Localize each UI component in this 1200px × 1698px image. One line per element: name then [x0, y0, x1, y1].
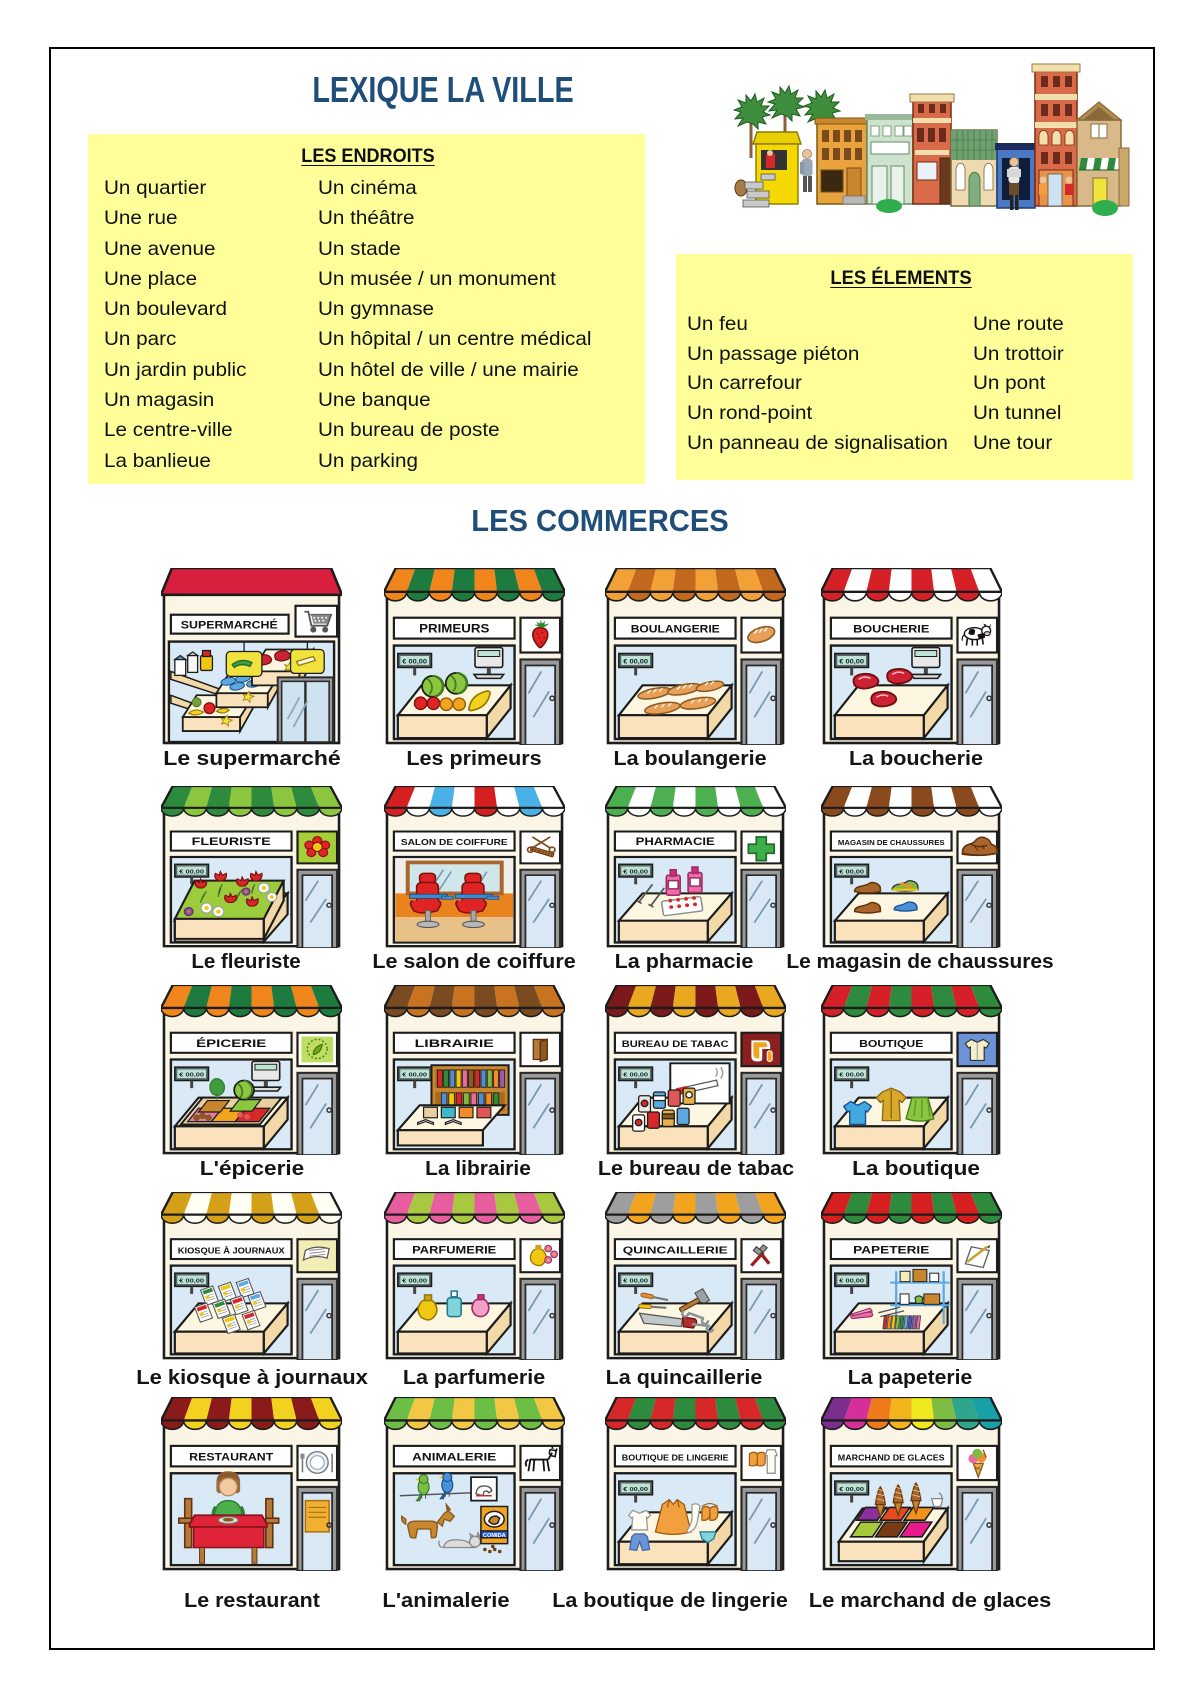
svg-text:LIBRAIRIE: LIBRAIRIE: [415, 1037, 494, 1050]
svg-text:BOUCHERIE: BOUCHERIE: [853, 624, 930, 636]
svg-text:€ 00,00: € 00,00: [402, 1073, 427, 1079]
svg-text:€ 00,00: € 00,00: [623, 659, 649, 665]
svg-text:FLEURISTE: FLEURISTE: [192, 837, 272, 848]
svg-text:SALON DE COIFFURE: SALON DE COIFFURE: [401, 837, 508, 847]
svg-text:€ 00,00: € 00,00: [179, 1279, 204, 1285]
svg-text:€ 00,00: € 00,00: [623, 1487, 649, 1493]
svg-text:BOULANGERIE: BOULANGERIE: [631, 624, 720, 636]
svg-text:MAGASIN DE CHAUSSURES: MAGASIN DE CHAUSSURES: [838, 838, 945, 847]
svg-text:ANIMALERIE: ANIMALERIE: [412, 1452, 497, 1464]
svg-text:BOUTIQUE DE LINGERIE: BOUTIQUE DE LINGERIE: [622, 1454, 729, 1463]
svg-text:PARFUMERIE: PARFUMERIE: [412, 1245, 496, 1257]
svg-text:€ 00,00: € 00,00: [623, 1279, 648, 1285]
svg-text:BOUTIQUE: BOUTIQUE: [859, 1038, 923, 1050]
svg-text:€ 00,00: € 00,00: [402, 659, 428, 665]
svg-text:PRIMEURS: PRIMEURS: [419, 622, 489, 636]
svg-text:KIOSQUE À JOURNAUX: KIOSQUE À JOURNAUX: [178, 1246, 285, 1256]
svg-text:€ 00,00: € 00,00: [179, 1073, 204, 1079]
svg-text:€ 00,00: € 00,00: [839, 1487, 865, 1493]
svg-text:€ 00,00: € 00,00: [179, 870, 204, 876]
svg-text:€ 00,00: € 00,00: [402, 1279, 427, 1285]
svg-text:PAPETERIE: PAPETERIE: [853, 1245, 929, 1257]
svg-text:RESTAURANT: RESTAURANT: [189, 1452, 273, 1464]
svg-text:€ 00,00: € 00,00: [839, 1073, 864, 1079]
svg-text:BUREAU DE TABAC: BUREAU DE TABAC: [622, 1039, 729, 1050]
svg-text:MARCHAND DE GLACES: MARCHAND DE GLACES: [838, 1453, 945, 1463]
svg-text:SUPERMARCHÉ: SUPERMARCHÉ: [181, 619, 278, 632]
svg-text:COMIDA: COMIDA: [483, 1533, 506, 1539]
svg-text:€ 00,00: € 00,00: [839, 870, 864, 876]
svg-text:PHARMACIE: PHARMACIE: [636, 837, 716, 848]
svg-text:€ 00,00: € 00,00: [623, 870, 648, 876]
svg-text:ÉPICERIE: ÉPICERIE: [196, 1037, 267, 1050]
svg-text:€ 00,00: € 00,00: [839, 659, 865, 665]
svg-text:€ 00,00: € 00,00: [839, 1279, 864, 1285]
svg-text:€ 00,00: € 00,00: [623, 1073, 648, 1079]
svg-text:QUINCAILLERIE: QUINCAILLERIE: [623, 1245, 728, 1257]
